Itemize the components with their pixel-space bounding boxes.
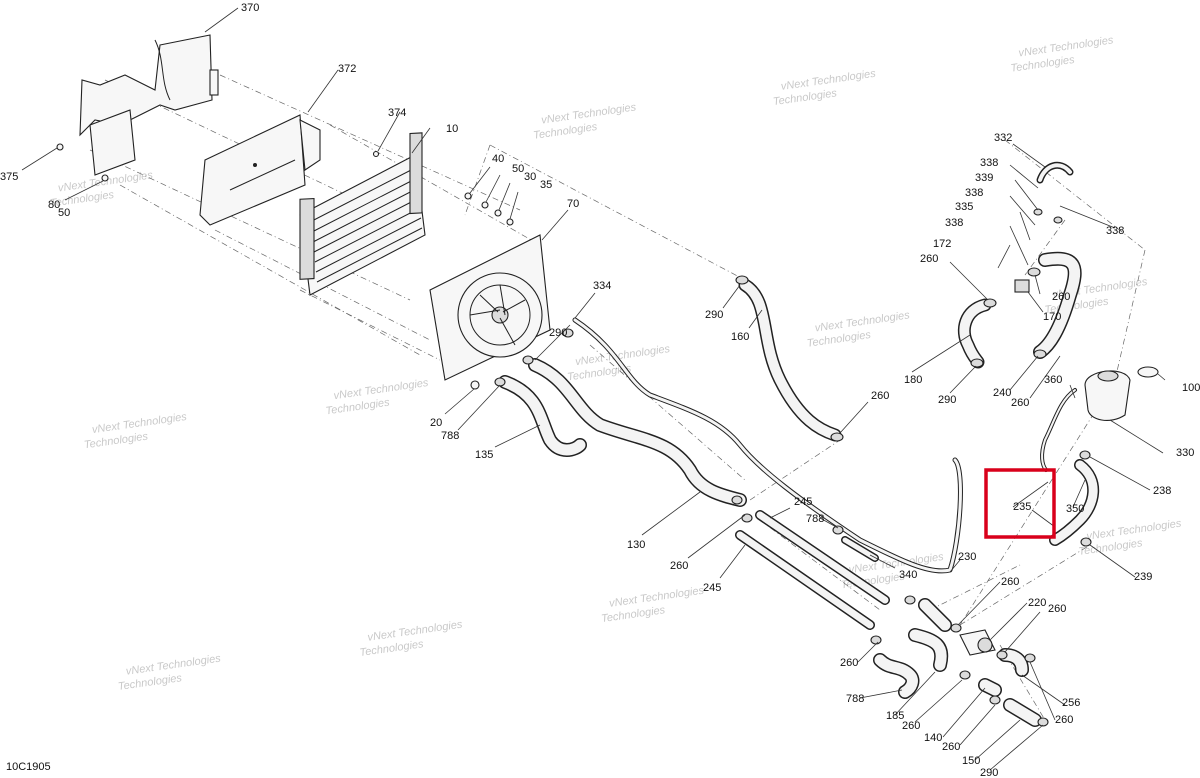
callout-350[interactable]: 350 — [1066, 503, 1084, 515]
callout-245[interactable]: 245 — [703, 582, 721, 594]
callout-788[interactable]: 788 — [806, 513, 824, 525]
callout-260[interactable]: 260 — [920, 253, 938, 265]
callout-40[interactable]: 40 — [492, 153, 504, 165]
callout-260[interactable]: 260 — [670, 560, 688, 572]
callout-220[interactable]: 220 — [1028, 597, 1046, 609]
callout-50[interactable]: 50 — [512, 163, 524, 175]
tube-334 — [572, 317, 963, 574]
hose-350 — [1049, 459, 1100, 546]
clip-374 — [372, 150, 380, 158]
callout-290[interactable]: 290 — [980, 767, 998, 778]
callout-20[interactable]: 20 — [430, 417, 442, 429]
callout-150[interactable]: 150 — [962, 755, 980, 767]
pipe-245-lower — [735, 530, 875, 630]
bottom-hoses — [873, 598, 1042, 727]
callout-332[interactable]: 332 — [994, 132, 1012, 144]
callout-240[interactable]: 240 — [993, 387, 1011, 399]
clip-20 — [470, 380, 480, 390]
callout-160[interactable]: 160 — [731, 331, 749, 343]
shield-372 — [199, 114, 321, 226]
callout-370[interactable]: 370 — [241, 2, 259, 14]
callout-330[interactable]: 330 — [1176, 447, 1194, 459]
callout-334[interactable]: 334 — [593, 280, 611, 292]
callout-339[interactable]: 339 — [975, 172, 993, 184]
hose-135 — [498, 375, 587, 457]
callout-338[interactable]: 338 — [965, 187, 983, 199]
watermark-group: vNext Technologies Technologies vNext Te… — [49, 34, 1182, 693]
callout-180[interactable]: 180 — [904, 374, 922, 386]
pipe-245-upper — [755, 510, 890, 605]
callout-245[interactable]: 245 — [794, 496, 812, 508]
hose-160 — [738, 278, 842, 442]
callout-260[interactable]: 260 — [1048, 603, 1066, 615]
callout-70[interactable]: 70 — [567, 198, 579, 210]
callout-290[interactable]: 290 — [549, 327, 567, 339]
callout-375[interactable]: 375 — [0, 171, 18, 183]
callout-10[interactable]: 10 — [446, 123, 458, 135]
callout-130[interactable]: 130 — [627, 539, 645, 551]
callout-185[interactable]: 185 — [886, 710, 904, 722]
callout-50[interactable]: 50 — [58, 207, 70, 219]
callout-80[interactable]: 80 — [48, 199, 60, 211]
callout-140[interactable]: 140 — [924, 732, 942, 744]
callout-338[interactable]: 338 — [980, 157, 998, 169]
callout-172[interactable]: 172 — [933, 238, 951, 250]
callout-260[interactable]: 260 — [1001, 576, 1019, 588]
callout-235[interactable]: 235 — [1013, 501, 1031, 513]
hose-240 — [1033, 251, 1082, 359]
callout-360[interactable]: 360 — [1044, 374, 1062, 386]
radiator-10 — [299, 132, 426, 296]
callout-238[interactable]: 238 — [1153, 485, 1171, 497]
callout-100[interactable]: 100 — [1182, 382, 1200, 394]
leader-lines — [21, 7, 1166, 771]
hose-332 — [1036, 161, 1074, 184]
hose-130 — [528, 358, 747, 507]
callout-372[interactable]: 372 — [338, 63, 356, 75]
fan-shroud-70 — [429, 234, 551, 390]
callout-340[interactable]: 340 — [899, 569, 917, 581]
callout-338[interactable]: 338 — [945, 217, 963, 229]
expansion-tank-330 — [1084, 366, 1159, 421]
callout-338[interactable]: 338 — [1106, 225, 1124, 237]
callout-260[interactable]: 260 — [840, 657, 858, 669]
shield-370 — [79, 34, 219, 137]
callout-30[interactable]: 30 — [524, 171, 536, 183]
diagram-code: 10C1905 — [6, 761, 51, 773]
callout-260[interactable]: 260 — [1011, 397, 1029, 409]
callout-35[interactable]: 35 — [540, 179, 552, 191]
callout-260[interactable]: 260 — [1052, 291, 1070, 303]
callout-170[interactable]: 170 — [1043, 311, 1061, 323]
callout-290[interactable]: 290 — [705, 309, 723, 321]
bracket-80 — [89, 109, 136, 182]
callout-260[interactable]: 260 — [1055, 714, 1073, 726]
callout-260[interactable]: 260 — [902, 720, 920, 732]
callout-260[interactable]: 260 — [942, 741, 960, 753]
hose-clamps — [494, 208, 1092, 727]
callout-374[interactable]: 374 — [388, 107, 406, 119]
tube-360 — [1040, 388, 1077, 472]
thermostat-housing-220 — [959, 629, 996, 656]
hose-180 — [957, 298, 992, 369]
tank-cap-100 — [1137, 366, 1159, 378]
callout-788[interactable]: 788 — [846, 693, 864, 705]
callout-335[interactable]: 335 — [955, 201, 973, 213]
callout-230[interactable]: 230 — [958, 551, 976, 563]
fasteners-40-35 — [464, 192, 514, 226]
callout-260[interactable]: 260 — [871, 390, 889, 402]
screw-375 — [56, 143, 64, 151]
callout-239[interactable]: 239 — [1134, 571, 1152, 583]
callout-788[interactable]: 788 — [441, 430, 459, 442]
callout-290[interactable]: 290 — [938, 394, 956, 406]
callout-135[interactable]: 135 — [475, 449, 493, 461]
highlight-box — [984, 468, 1056, 539]
callout-256[interactable]: 256 — [1062, 697, 1080, 709]
